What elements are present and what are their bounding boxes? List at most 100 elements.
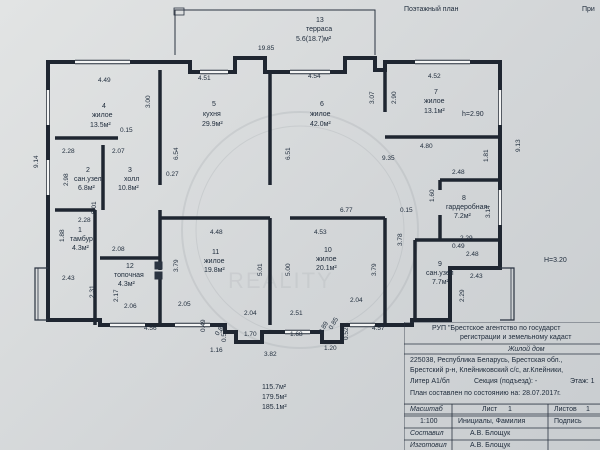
dim-label: 1.16 <box>210 347 223 354</box>
checked-label: Изготовил <box>410 442 447 449</box>
room-9-area: 7.7м² <box>432 279 450 286</box>
room-9-name: сан.узел <box>426 270 454 277</box>
dim-label: 0.85 <box>328 316 341 331</box>
dim-label: 2.51 <box>290 310 303 317</box>
room-1-area: 4.3м² <box>72 245 90 252</box>
room-7-area: 13.1м² <box>424 108 445 115</box>
room-13-area: 5.6(18.7)м² <box>296 36 332 43</box>
dim-label: 1.60 <box>429 189 436 202</box>
stamp-address-2: Брестский р-н, Клейниковский с/с, аг.Кле… <box>410 367 564 374</box>
stamp-address-1: 225038, Республика Беларусь, Брестская о… <box>410 357 563 364</box>
dim-label: 2.31 <box>89 285 96 298</box>
room-1-number: 1 <box>78 227 82 234</box>
room-7-height: h=2.90 <box>462 111 484 118</box>
room-10-name: жилое <box>316 256 337 263</box>
stamp-org: РУП "Брестское агентство по государст <box>432 325 561 332</box>
initials-label: Инициалы, Фамилия <box>458 418 526 425</box>
room-11-name: жилое <box>204 258 225 265</box>
dim-label: 2.07 <box>112 148 125 155</box>
room-6-area: 42.0м² <box>310 121 331 128</box>
room-10-area: 20.1м² <box>316 265 337 272</box>
room-5-number: 5 <box>212 101 216 108</box>
dim-label: 2.29 <box>460 235 473 242</box>
dim-label: 3.07 <box>369 91 376 104</box>
dim-label: 9.35 <box>382 155 395 162</box>
title-block-table: Масштаб Лист 1 Листов 1 1:100 Инициалы, … <box>404 404 600 450</box>
room-3-name: холл <box>124 176 139 183</box>
dim-label: 2.48 <box>466 251 479 258</box>
dim-label: 3.78 <box>397 233 404 246</box>
scale-label: Масштаб <box>410 406 443 413</box>
dim-label: 5.00 <box>285 263 292 276</box>
room-13-name: терраса <box>306 26 332 33</box>
room-2-area: 6.8м² <box>78 185 96 192</box>
dim-label: 2.17 <box>113 289 120 302</box>
dim-label: 6.54 <box>173 147 180 160</box>
plan-title-right: При <box>582 6 595 13</box>
stamp-litera: Литер А1/бл <box>410 378 450 385</box>
dim-label: 0.57 <box>221 329 228 342</box>
room-8-number: 8 <box>462 195 466 202</box>
plan-title: Поэтажный план <box>404 6 459 13</box>
area-total-1: 115.7м² <box>262 384 287 391</box>
height-note: H=3.20 <box>544 257 567 264</box>
dim-label: 1.68 <box>290 331 303 338</box>
room-10-number: 10 <box>324 247 332 254</box>
dim-label: 4.52 <box>428 73 441 80</box>
dim-label: 4.51 <box>198 75 211 82</box>
dim-label: 3.79 <box>371 263 378 276</box>
room-6-name: жилое <box>310 111 331 118</box>
room-7-name: жилое <box>424 98 445 105</box>
stamp-object: Жилой дом <box>508 346 545 353</box>
dim-label: 6.77 <box>340 207 353 214</box>
room-7-number: 7 <box>434 89 438 96</box>
dim-label: 5.01 <box>91 201 98 214</box>
dim-label: 1.70 <box>244 331 257 338</box>
dim-label: 0.15 <box>120 127 133 134</box>
room-11-number: 11 <box>212 249 219 256</box>
room-12-area: 4.3м² <box>118 281 136 288</box>
checked-name: А.В. Блощук <box>470 442 511 449</box>
dim-label: 19.85 <box>258 45 275 52</box>
dim-label: 3.79 <box>173 259 180 272</box>
stamp-state: План составлен по состоянию на: 28.07.20… <box>410 390 561 397</box>
stamp-org-2: регистрации и земельному кадаст <box>460 334 572 341</box>
dim-label: 0.52 <box>343 327 350 340</box>
room-5-area: 29.9м² <box>202 121 223 128</box>
room-8-area: 7.2м² <box>454 213 472 220</box>
room-3-area: 10.8м² <box>118 185 139 192</box>
dim-label: 5.01 <box>257 263 264 276</box>
watermark: REALITY <box>181 111 419 349</box>
sheet-label: Лист <box>482 406 498 413</box>
room-9-number: 9 <box>438 261 442 268</box>
dim-label: 4.80 <box>420 143 433 150</box>
dim-label: 3.00 <box>145 95 152 108</box>
dim-label: 3.82 <box>264 351 277 358</box>
sheets-label: Листов <box>554 406 577 413</box>
dim-label: 2.06 <box>124 303 137 310</box>
dim-label: 2.98 <box>63 173 70 186</box>
dim-label: 9.13 <box>515 139 522 152</box>
dim-label: 2.29 <box>459 289 466 302</box>
scale-value: 1:100 <box>420 418 438 425</box>
dim-label: 4.54 <box>308 73 321 80</box>
dim-label: 0.27 <box>166 171 179 178</box>
dim-label: 4.53 <box>314 229 327 236</box>
outer-walls <box>46 56 502 344</box>
dim-label: 2.28 <box>62 148 75 155</box>
dim-label: 4.57 <box>372 325 385 332</box>
dim-label: 1.88 <box>59 229 66 242</box>
dim-label: 2.08 <box>112 246 125 253</box>
dim-label: 2.48 <box>452 169 465 176</box>
dim-label: 1.20 <box>324 345 337 352</box>
dim-label: 2.90 <box>391 91 398 104</box>
dim-label: 2.05 <box>178 301 191 308</box>
room-2-number: 2 <box>86 167 90 174</box>
dim-label: 2.43 <box>62 275 75 282</box>
room-6-number: 6 <box>320 101 324 108</box>
dim-label: 2.28 <box>78 217 91 224</box>
composed-name: А.В. Блощук <box>470 430 511 437</box>
room-5-name: кухня <box>203 111 221 118</box>
